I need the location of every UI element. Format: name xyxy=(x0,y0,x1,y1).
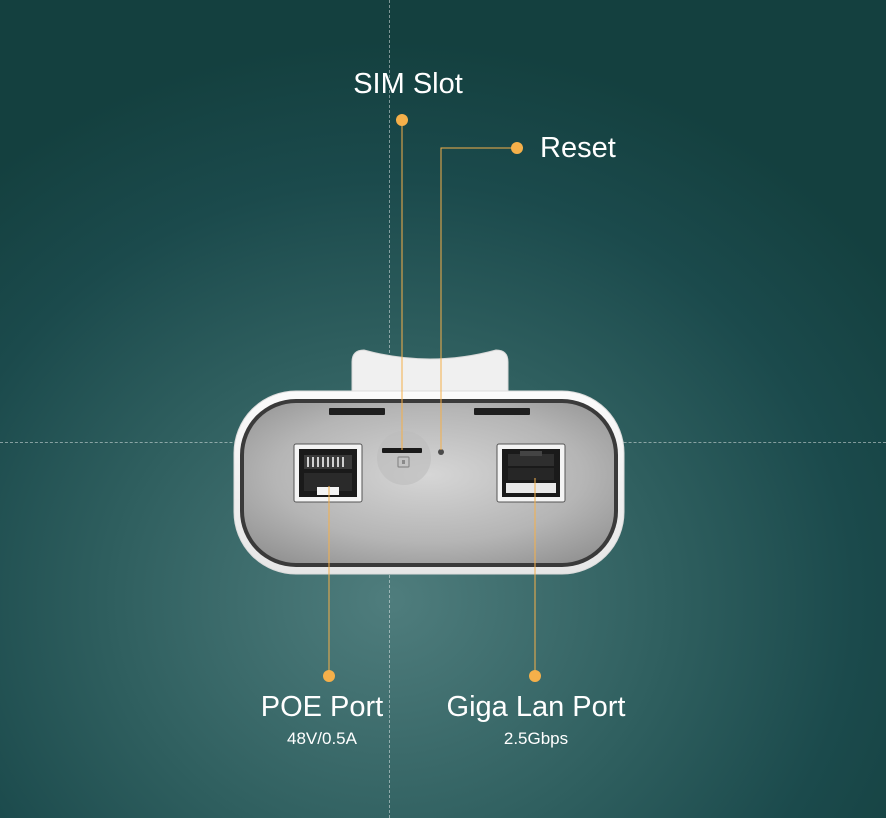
reset-pinhole xyxy=(438,449,444,455)
sim-slot-dot xyxy=(396,114,408,126)
poe-port-label: POE Port xyxy=(260,691,384,723)
reset-label: Reset xyxy=(540,132,616,164)
callout-reset xyxy=(440,142,523,450)
reset-dot xyxy=(511,142,523,154)
device-body xyxy=(233,390,625,575)
giga-lan-port-dot xyxy=(529,670,541,682)
callout-poe-port xyxy=(323,486,335,682)
top-slot-right xyxy=(474,408,530,415)
sim-slot-label: SIM Slot xyxy=(353,68,463,100)
poe-port xyxy=(293,443,363,503)
poe-port-dot xyxy=(323,670,335,682)
poe-port-spec: 48V/0.5A xyxy=(287,729,357,748)
top-slot-left xyxy=(329,408,385,415)
giga-lan-port-label: Giga Lan Port xyxy=(446,691,626,723)
callout-sim-slot xyxy=(396,114,408,450)
sim-slot xyxy=(377,431,431,485)
callout-giga-lan-port xyxy=(529,478,541,682)
giga-lan-port-spec: 2.5Gbps xyxy=(503,729,569,748)
device-top-tab xyxy=(351,349,509,397)
giga-lan-port xyxy=(496,443,566,503)
